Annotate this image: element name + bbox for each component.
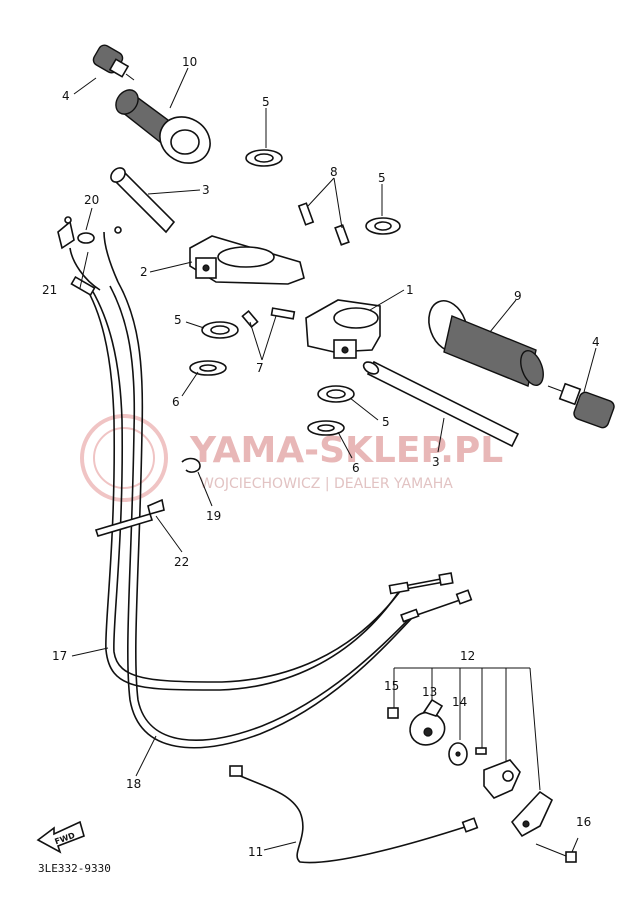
callout-20: 20 [84,193,99,207]
drawing-code: 3LE332-9330 [38,862,111,875]
callout-2: 2 [140,265,148,279]
watermark-logo-inner [93,427,155,489]
part-4-right-end-weight [547,382,615,429]
parts-20-21-brackets [57,216,122,250]
callout-15: 15 [384,679,399,693]
callout-10: 10 [182,55,197,69]
screws [241,202,350,329]
parts-12-16-lever-assembly [387,698,577,863]
part-9-left-grip [428,300,544,387]
throttle-cables [69,231,473,749]
callout-11: 11 [248,845,263,859]
callout-1: 1 [406,283,414,297]
callout-6-left: 6 [172,395,180,409]
part-4-left-end-weight [92,44,135,81]
callout-19: 19 [206,509,221,523]
part-2-holder [189,235,305,285]
callout-22: 22 [174,555,189,569]
callout-5-lower: 5 [382,415,390,429]
part-1-switch-housing [305,299,381,359]
watermark-brand: YAMA-SKLEP.PL [189,430,503,471]
callout-12: 12 [460,649,475,663]
part-10-throttle-grip [115,89,211,164]
callout-3-top: 3 [202,183,210,197]
watermark-logo [80,414,168,502]
part-3-handlebar-upper [110,167,176,234]
callout-3-lower: 3 [432,455,440,469]
fwd-arrow: FWD [36,820,85,854]
callout-18: 18 [126,777,141,791]
callout-5-top: 5 [262,95,270,109]
callout-5-left: 5 [174,313,182,327]
callout-17: 17 [52,649,67,663]
callout-21: 21 [42,283,57,297]
callout-9: 9 [514,289,522,303]
callout-4-right: 4 [592,335,600,349]
watermark: YAMA-SKLEP.PL WOJCIECHOWICZ | DEALER YAM… [80,414,503,502]
callout-14: 14 [452,695,467,709]
callout-13: 13 [422,685,437,699]
washers [189,149,401,436]
callout-8: 8 [330,165,338,179]
callout-7: 7 [256,361,264,375]
watermark-dealer: WOJCIECHOWICZ | DEALER YAMAHA [200,476,453,492]
callout-labels: 4 10 5 8 5 3 20 2 1 21 9 5 4 7 6 5 3 6 1… [42,55,600,859]
callout-6-lower: 6 [352,461,360,475]
callout-4-left: 4 [62,89,70,103]
part-3-handlebar-lower [362,360,520,448]
parts-19-22-clips [94,457,201,537]
part-11-cable [229,765,479,864]
callout-5-right-top: 5 [378,171,386,185]
leader-lines [71,67,597,857]
callout-16: 16 [576,815,591,829]
